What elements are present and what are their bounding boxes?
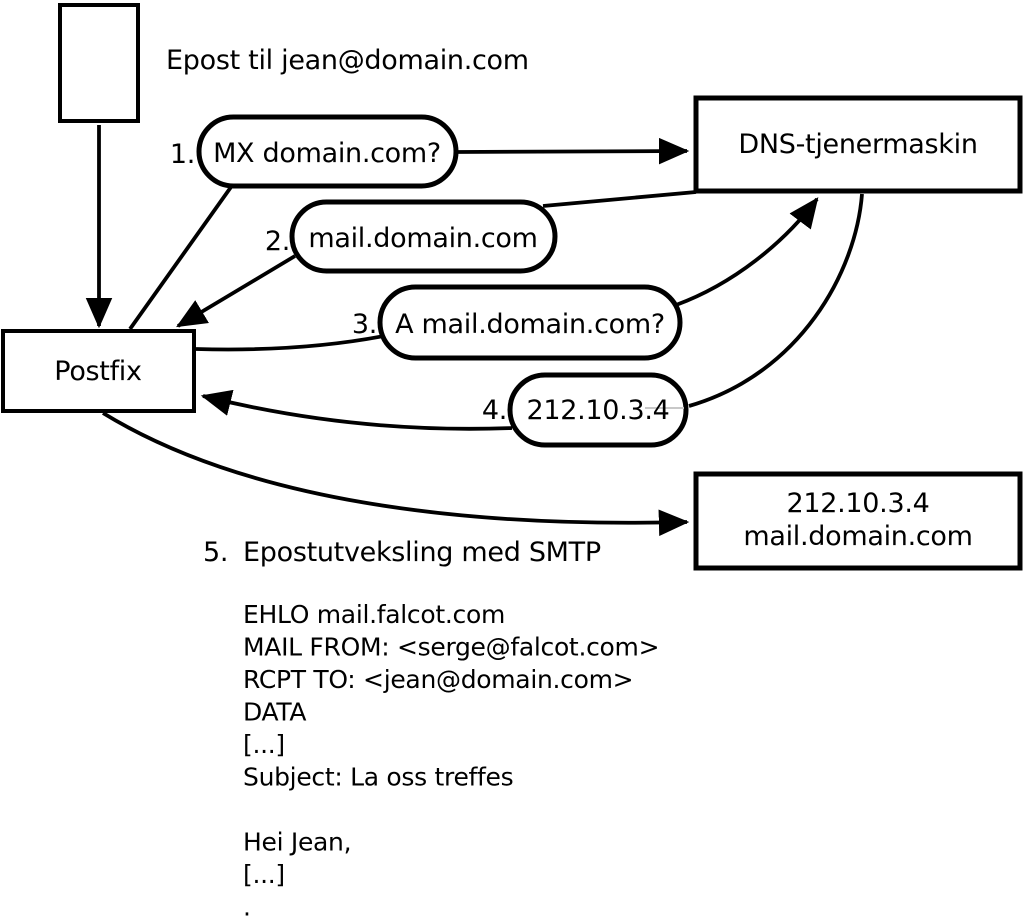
query1-pill — [196, 114, 459, 189]
line-dns-to-response4 — [688, 193, 864, 408]
smtp-line: DATA — [243, 698, 306, 727]
step5-number: 5. — [203, 537, 228, 568]
step1-label: MX domain.com? — [213, 138, 441, 169]
mail-server-hostname: mail.domain.com — [743, 521, 972, 552]
smtp-line: . — [243, 893, 251, 919]
query3-pill — [377, 284, 683, 361]
mail-server-ip: 212.10.3.4 — [787, 488, 930, 519]
arrow-postfix-to-mailserver — [102, 411, 690, 537]
arrow-response4-to-postfix — [200, 389, 513, 431]
step4-label: 212.10.3.4 — [527, 395, 670, 426]
mail-server-node — [693, 471, 1023, 571]
postfix-node — [1, 329, 196, 413]
smtp-line: [...] — [243, 730, 285, 759]
diagram-title: Epost til jean@domain.com — [166, 45, 529, 76]
line-postfix-to-query1 — [128, 185, 233, 331]
smtp-line: [...] — [243, 860, 285, 889]
dns-server-node — [693, 95, 1023, 194]
line-dns-to-response2 — [542, 190, 697, 208]
step5-label: Epostutveksling med SMTP — [243, 537, 601, 568]
step2-number: 2. — [265, 226, 290, 257]
smtp-line: RCPT TO: <jean@domain.com> — [243, 665, 633, 694]
step3-number: 3. — [352, 309, 377, 340]
postfix-label: Postfix — [54, 356, 142, 387]
step1-number: 1. — [170, 139, 195, 170]
arrow-query3-to-dns — [675, 197, 819, 307]
arrow-query1-to-dns — [455, 137, 690, 165]
response4-pill — [507, 372, 689, 448]
response2-pill — [289, 199, 558, 274]
dns-server-label: DNS-tjenermaskin — [738, 129, 977, 160]
smtp-line: Hei Jean, — [243, 828, 351, 857]
smtp-line: MAIL FROM: <serge@falcot.com> — [243, 633, 659, 662]
email-node — [58, 3, 140, 123]
smtp-line: Subject: La oss treffes — [243, 763, 513, 792]
arrow-response2-to-postfix — [176, 254, 296, 328]
line-postfix-to-query3 — [195, 334, 385, 352]
step4-number: 4. — [482, 395, 507, 426]
step3-label: A mail.domain.com? — [395, 309, 665, 340]
smtp-line: EHLO mail.falcot.com — [243, 600, 505, 629]
step2-label: mail.domain.com — [308, 223, 537, 254]
